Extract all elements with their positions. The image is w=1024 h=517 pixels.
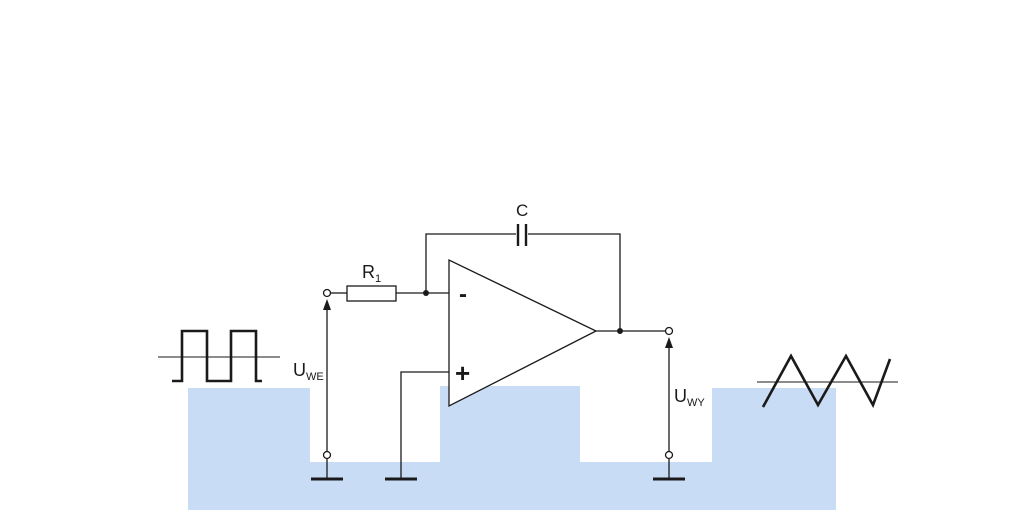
input-terminal-bottom [322, 450, 332, 460]
noninverting-ground-wire [400, 371, 449, 478]
resistor-label: R1 [362, 262, 381, 285]
background-shape [188, 386, 836, 510]
inverting-node-junction [423, 290, 429, 296]
output-terminal-bottom [664, 450, 674, 460]
op-amp-triangle [448, 258, 598, 408]
square-wave-trace [172, 329, 262, 383]
output-node-junction [617, 328, 623, 334]
feedback-wire-left [425, 233, 516, 293]
resistor-r1 [346, 285, 397, 302]
triangle-wave-trace [761, 353, 892, 409]
output-terminal-top [664, 326, 674, 336]
output-voltage-label: UWY [674, 386, 705, 409]
input-terminal-top [322, 288, 332, 298]
feedback-wire-right [528, 233, 621, 331]
input-voltage-label: UWE [293, 360, 324, 383]
output-voltage-arrow-head [665, 337, 673, 348]
input-square-wave [158, 329, 280, 383]
capacitor-label: C [516, 201, 528, 220]
inverting-input-sign: - [459, 281, 467, 308]
input-voltage-arrow-head [323, 299, 331, 310]
output-triangle-wave [757, 353, 898, 409]
noninverting-input-sign: + [455, 358, 470, 388]
